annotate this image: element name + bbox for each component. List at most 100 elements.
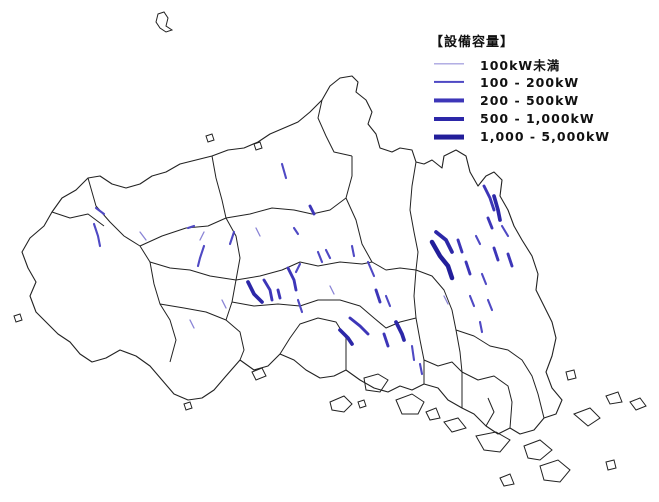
- facility-line: [286, 266, 298, 292]
- facility-line: [329, 285, 335, 295]
- legend-line: [434, 98, 464, 103]
- facility-line: [482, 184, 496, 212]
- legend-label: 200 - 500kW: [480, 92, 580, 108]
- island: [565, 369, 577, 381]
- facility-line: [429, 239, 455, 281]
- facility-line: [246, 280, 264, 304]
- municipal-border: [415, 269, 463, 408]
- facility-line: [316, 250, 324, 264]
- municipal-border: [235, 261, 373, 281]
- legend-swatch: [430, 94, 466, 106]
- island: [363, 373, 389, 393]
- facility-line: [468, 294, 476, 308]
- facility-line: [199, 231, 205, 241]
- facility-line: [292, 226, 300, 236]
- island: [253, 141, 263, 151]
- facility-line: [382, 332, 390, 348]
- facility-line: [506, 252, 514, 268]
- legend-swatch: [430, 113, 466, 125]
- facility-line: [228, 230, 236, 246]
- island: [605, 391, 623, 405]
- facility-line: [418, 362, 424, 376]
- facility-line: [189, 319, 195, 329]
- facility-layer: [92, 162, 514, 376]
- facility-line: [443, 295, 449, 305]
- facility-line: [480, 272, 488, 286]
- legend-item: 100 - 200kW: [430, 73, 650, 91]
- island: [205, 133, 215, 143]
- legend-label: 100 - 200kW: [480, 74, 580, 90]
- facility-line: [500, 224, 510, 238]
- facility-line: [456, 238, 464, 254]
- facility-line: [486, 216, 494, 230]
- legend-label: 500 - 1,000kW: [480, 111, 595, 127]
- facility-line: [294, 262, 302, 274]
- facility-line: [196, 244, 206, 268]
- facility-line: [348, 316, 370, 336]
- municipal-border: [455, 329, 545, 419]
- island: [329, 395, 353, 413]
- municipal-border: [87, 177, 177, 363]
- facility-line: [434, 230, 454, 254]
- legend-swatch: [430, 76, 466, 88]
- facility-line: [139, 231, 147, 241]
- island: [13, 313, 23, 323]
- island: [251, 367, 267, 381]
- facility-line: [492, 246, 500, 262]
- facility-line: [92, 222, 102, 248]
- legend-line: [434, 134, 464, 140]
- municipal-border: [149, 261, 237, 281]
- municipal-border: [225, 156, 353, 219]
- facility-line: [492, 194, 502, 222]
- municipal-border: [231, 299, 417, 329]
- municipal-border: [345, 197, 417, 271]
- legend-line: [434, 63, 464, 65]
- facility-line: [186, 224, 196, 230]
- facility-line: [464, 260, 472, 276]
- facility-line: [478, 320, 484, 334]
- facility-line: [410, 344, 416, 362]
- facility-line: [384, 294, 392, 308]
- island: [499, 473, 515, 487]
- legend-label: 1,000 - 5,000kW: [480, 129, 611, 145]
- legend-item: 100kW未満: [430, 55, 650, 73]
- facility-line: [366, 260, 376, 278]
- island: [539, 459, 571, 483]
- island: [605, 459, 617, 471]
- facility-line: [338, 328, 354, 346]
- legend-label: 100kW未満: [480, 57, 561, 73]
- legend-swatch: [430, 58, 466, 70]
- facility-line: [280, 162, 288, 180]
- facility-line: [255, 227, 261, 237]
- facility-line: [262, 278, 274, 302]
- facility-line: [94, 206, 106, 216]
- island: [395, 393, 425, 415]
- island: [523, 439, 553, 461]
- municipal-border: [139, 217, 227, 247]
- legend-item: 500 - 1,000kW: [430, 110, 650, 128]
- municipal-border: [279, 317, 347, 370]
- facility-line: [276, 288, 282, 300]
- facility-line: [486, 298, 494, 312]
- legend-swatch: [430, 131, 466, 143]
- legend-title: 【設備容量】: [430, 35, 515, 50]
- municipal-border: [51, 211, 105, 227]
- legend-line: [434, 81, 464, 84]
- island: [357, 399, 367, 409]
- legend-line: [434, 116, 464, 121]
- facility-line: [324, 248, 332, 260]
- facility-line: [296, 298, 304, 314]
- facility-line: [394, 320, 406, 342]
- island: [425, 407, 441, 421]
- municipal-border: [211, 155, 241, 321]
- facility-line: [374, 288, 382, 304]
- legend-item: 1,000 - 5,000kW: [430, 128, 650, 146]
- island: [573, 407, 601, 427]
- island: [443, 417, 467, 433]
- island: [629, 397, 647, 411]
- facility-line: [221, 299, 227, 309]
- facility-line: [308, 204, 316, 216]
- island: [475, 431, 511, 453]
